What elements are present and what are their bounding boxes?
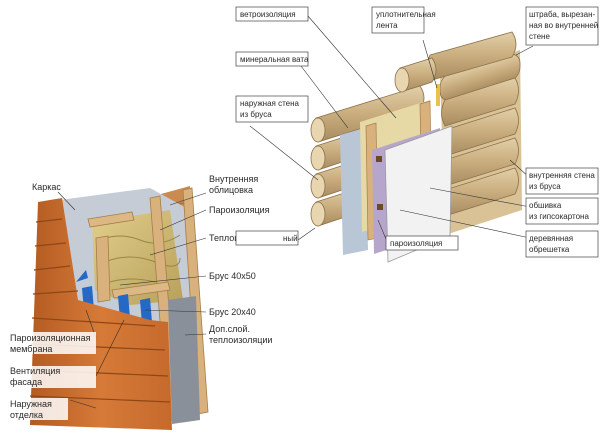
frame-wall-diagram: Каркас Внутренняя облицовка Пароизоляция… (8, 174, 273, 430)
label-frame: Каркас (32, 182, 61, 192)
label-beam-20x40: Брус 20х40 (209, 307, 256, 317)
label-ventilation-2: фасада (10, 377, 42, 387)
label-inner-wall-2: из бруса (529, 182, 561, 191)
label-outer-finish-1: Наружная (10, 399, 52, 409)
label-extra-insulation-1: Доп.слой. (209, 324, 250, 334)
sealing-tape (436, 84, 440, 106)
label-gypsum-1: обшивка (529, 201, 562, 210)
log-wall-diagram: ветроизоляция уплотнительная лента штраб… (235, 6, 599, 263)
label-membrane-1: Пароизоляционная (10, 333, 91, 343)
label-wood-lath-1: деревянная (529, 234, 573, 243)
label-membrane-2: мембрана (10, 344, 52, 354)
label-groove-3: стене (529, 32, 550, 41)
label-outer-wall-2: из бруса (240, 110, 272, 119)
label-outer-finish-2: отделка (10, 410, 43, 420)
label-beam-40x50: Брус 40х50 (209, 271, 256, 281)
label-groove-2: ная во внутренней (529, 21, 598, 30)
label-wood-lath-2: обрешетка (529, 245, 570, 254)
label-ventilation-1: Вентиляция (10, 366, 60, 376)
label-mineral-wool: минеральная вата (240, 55, 309, 64)
frame-plate (95, 235, 111, 303)
label-inner-wall-1: внутренняя стена (529, 171, 595, 180)
label-inner-lining-1: Внутренняя (209, 174, 258, 184)
label-groove-1: штраба, вырезан- (529, 10, 596, 19)
extra-insulation (168, 296, 200, 424)
label-outer-wall-1: наружная стена (240, 99, 300, 108)
frame-plate (111, 281, 171, 299)
frame-plate (87, 211, 135, 228)
label-gypsum-2: из гипсокартона (529, 212, 589, 221)
label-extra-insulation-2: теплоизоляции (209, 335, 272, 345)
label-wind-barrier: ветроизоляция (240, 10, 296, 19)
label-sealing-tape-1: уплотнительная (376, 10, 436, 19)
label-inner-lining-2: облицовка (209, 185, 253, 195)
label-sealing-tape-2: лента (376, 21, 398, 30)
label-vapour-barrier: Пароизоляция (209, 205, 270, 215)
label-partial: ный (283, 234, 298, 243)
label-vapour-barrier-right: пароизоляция (390, 239, 442, 248)
